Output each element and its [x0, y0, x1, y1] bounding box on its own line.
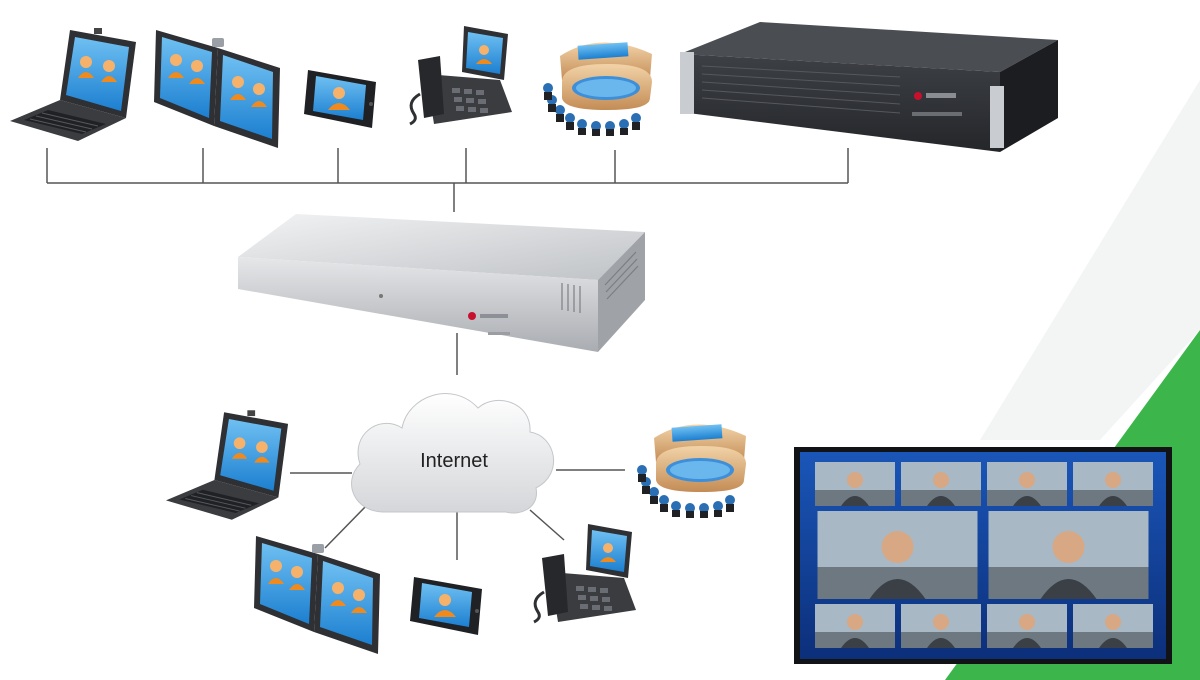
desk-phone-icon	[532, 522, 638, 624]
dual-display-icon	[254, 536, 380, 654]
cloud-spoke-lines	[290, 469, 625, 560]
conference-room-icon	[637, 424, 746, 518]
smartphone-icon	[410, 577, 482, 635]
internet-cloud: Internet	[351, 393, 554, 514]
rack-server-icon	[680, 22, 1058, 152]
video-wall-monitor-icon	[794, 447, 1172, 664]
laptop-icon	[9, 28, 137, 142]
laptop-icon	[165, 410, 289, 521]
faded-background-shape	[980, 80, 1200, 440]
dual-display-icon	[154, 30, 280, 148]
smartphone-icon	[304, 70, 376, 128]
edge-appliance-icon	[238, 214, 645, 352]
top-bus-lines	[46, 148, 849, 375]
desk-phone-icon	[408, 24, 514, 126]
internet-label: Internet	[420, 450, 488, 472]
conference-room-icon	[543, 42, 652, 136]
